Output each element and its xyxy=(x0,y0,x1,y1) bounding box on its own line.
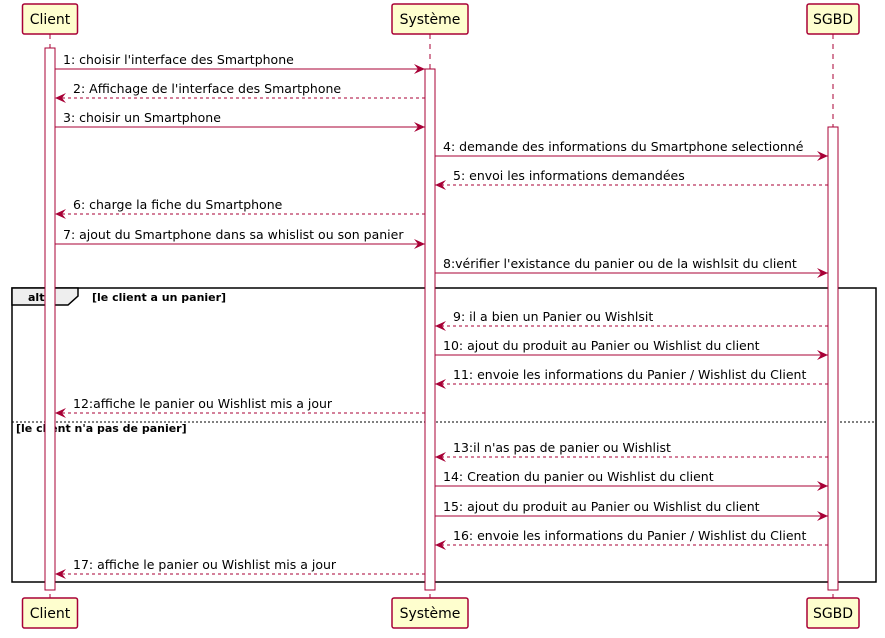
message-label-11: 11: envoie les informations du Panier / … xyxy=(453,367,806,382)
activation-bar-1 xyxy=(424,68,436,591)
activation-bar-0 xyxy=(44,47,56,591)
participant-top-1 xyxy=(391,3,469,35)
participant-bottom-2 xyxy=(806,597,860,629)
participant-label-top-1: Système xyxy=(400,12,461,28)
alt-frame xyxy=(11,287,877,583)
message-label-16: 16: envoie les informations du Panier / … xyxy=(453,528,806,543)
participant-label-bottom-2: SGBD xyxy=(813,606,853,622)
activation-bar-2 xyxy=(827,126,839,591)
message-label-3: 3: choisir un Smartphone xyxy=(63,110,221,125)
message-label-5: 5: envoi les informations demandées xyxy=(453,168,685,183)
message-label-14: 14: Creation du panier ou Wishlist du cl… xyxy=(443,469,714,484)
alt-guard-1: [le client a un panier] xyxy=(92,291,226,304)
message-label-13: 13:il n'as pas de panier ou Wishlist xyxy=(453,440,671,455)
participant-label-top-2: SGBD xyxy=(813,12,853,28)
participant-bottom-0 xyxy=(21,597,79,629)
message-label-1: 1: choisir l'interface des Smartphone xyxy=(63,52,294,67)
participant-top-2 xyxy=(806,3,860,35)
message-label-9: 9: il a bien un Panier ou Wishlsit xyxy=(453,309,653,324)
message-label-10: 10: ajout du produit au Panier ou Wishli… xyxy=(443,338,760,353)
alt-keyword: alt xyxy=(28,291,44,304)
participant-label-top-0: Client xyxy=(30,12,71,28)
message-label-12: 12:affiche le panier ou Wishlist mis a j… xyxy=(73,396,333,411)
message-label-2: 2: Affichage de l'interface des Smartpho… xyxy=(73,81,341,96)
message-label-8: 8:vérifier l'existance du panier ou de l… xyxy=(443,256,797,271)
participant-top-0 xyxy=(21,3,79,35)
participant-label-bottom-0: Client xyxy=(30,606,71,622)
message-label-6: 6: charge la fiche du Smartphone xyxy=(73,197,283,212)
alt-guard-2: [le client n'a pas de panier] xyxy=(16,422,187,435)
message-label-15: 15: ajout du produit au Panier ou Wishli… xyxy=(443,499,760,514)
participant-label-bottom-1: Système xyxy=(400,606,461,622)
message-label-7: 7: ajout du Smartphone dans sa whislist … xyxy=(63,227,404,242)
message-label-4: 4: demande des informations du Smartphon… xyxy=(443,139,804,154)
message-label-17: 17: affiche le panier ou Wishlist mis a … xyxy=(73,557,337,572)
participant-bottom-1 xyxy=(391,597,469,629)
